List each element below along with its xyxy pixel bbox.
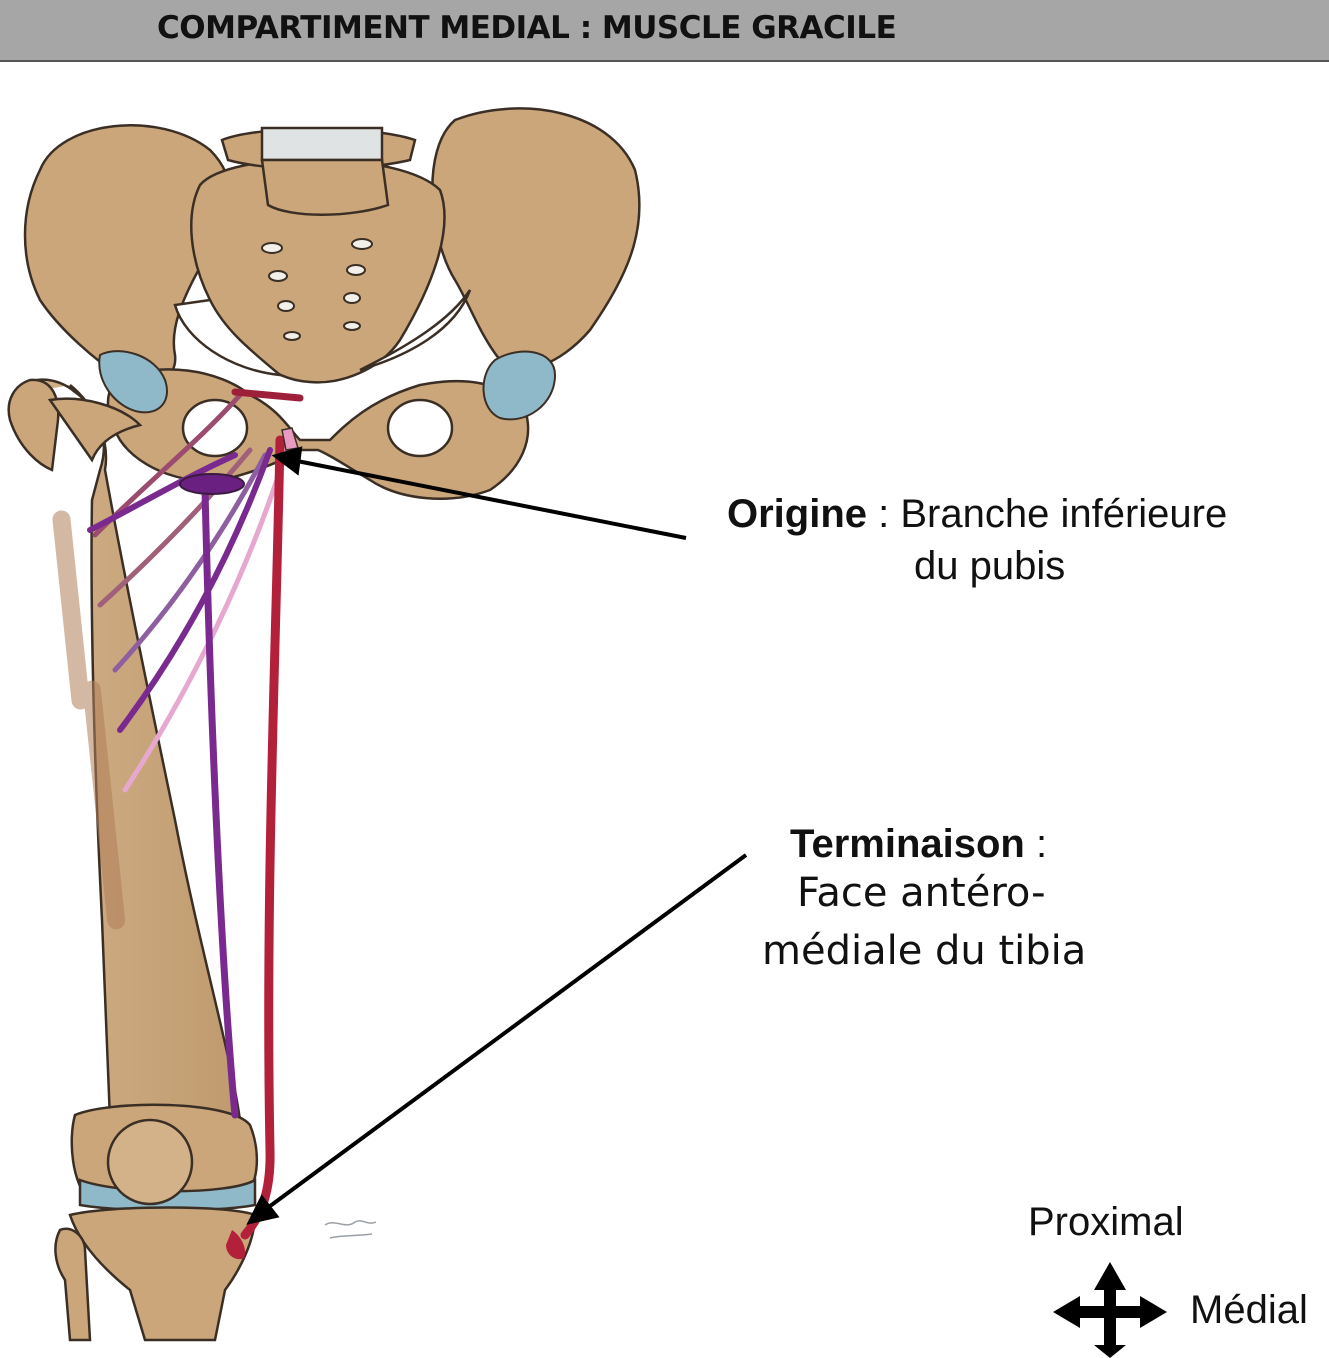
knee: [54, 1103, 259, 1342]
foramina: [173, 289, 472, 458]
terminaison-label: Terminaison :: [790, 818, 1047, 870]
adductor-muscles: [87, 388, 304, 1119]
femur: [7, 378, 242, 1122]
header-bar: COMPARTIMENT MEDIAL : MUSCLE GRACILE: [0, 0, 1329, 62]
terminaison-arrow: [246, 853, 748, 1225]
pubic-region: [106, 368, 530, 500]
left-iliac-wing: [431, 107, 641, 371]
sacral-foramina: [261, 238, 373, 341]
terminaison-line1: Face antéro-: [797, 870, 1046, 916]
origin-line2: du pubis: [914, 544, 1066, 588]
page-title: COMPARTIMENT MEDIAL : MUSCLE GRACILE: [157, 10, 897, 46]
terminaison-separator: :: [1024, 822, 1048, 866]
anatomy-illustration: [7, 107, 1167, 1358]
linea-aspera: [52, 510, 126, 930]
orientation-proximal-label: Proximal: [1028, 1200, 1184, 1244]
terminaison-line2: médiale du tibia: [762, 928, 1087, 974]
origin-line1: Branche inférieure: [900, 492, 1228, 536]
right-iliac-wing: [23, 124, 232, 388]
terminaison-term: Terminaison: [790, 822, 1025, 866]
orientation-cross-icon: [1053, 1262, 1167, 1358]
artist-signature: [324, 1220, 377, 1239]
left-acetabulum: [482, 350, 557, 421]
origin-separator: :: [867, 492, 901, 536]
origin-arrow: [271, 446, 687, 540]
right-acetabulum: [98, 350, 168, 414]
origin-label: Origine : Branche inférieure: [727, 488, 1227, 540]
orientation-medial-label: Médial: [1190, 1288, 1308, 1332]
lumbar-vertebra: [220, 126, 417, 216]
origin-term: Origine: [727, 492, 868, 536]
